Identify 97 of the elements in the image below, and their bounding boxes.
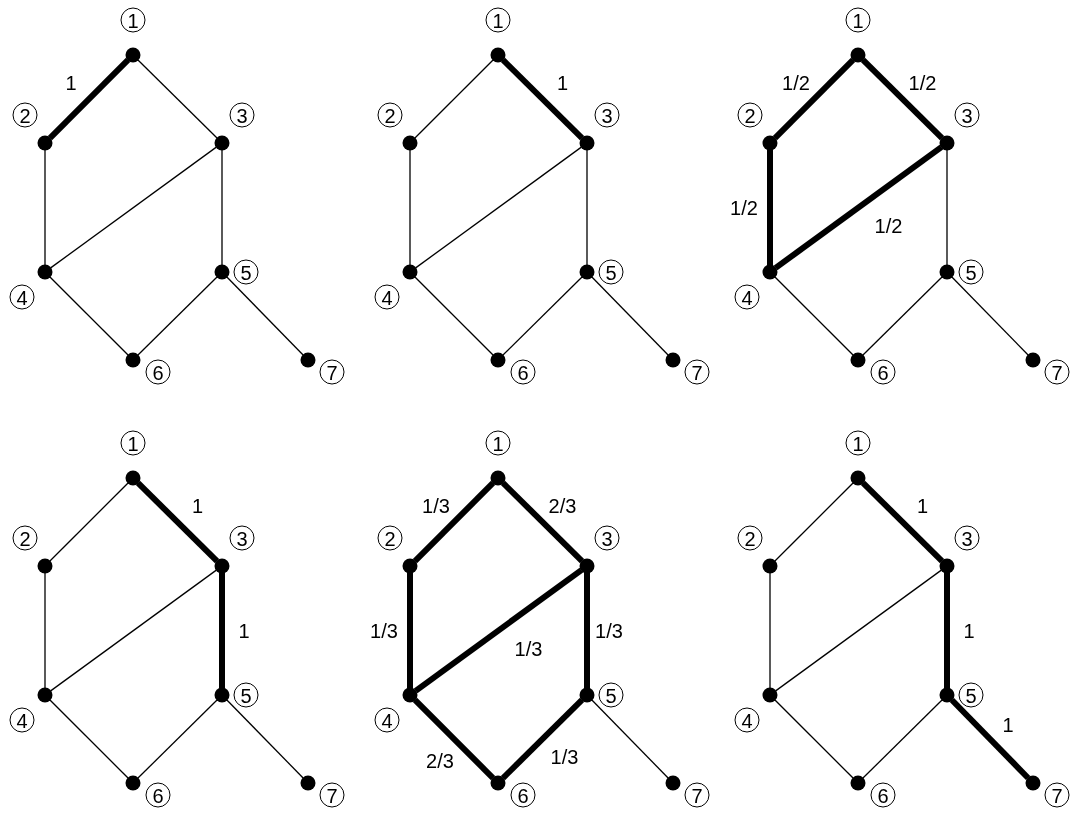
vertex-number: 7	[319, 359, 345, 385]
thick-graph-edge	[500, 480, 585, 564]
graph-edge	[50, 569, 217, 692]
vertex-number: 2	[737, 525, 763, 551]
graph-edge	[137, 276, 218, 356]
vertex-number: 6	[870, 359, 896, 385]
thick-graph-edge	[860, 57, 945, 141]
graph-edge	[44, 572, 46, 689]
vertex-number: 5	[233, 682, 259, 708]
vertex-number: 3	[594, 525, 620, 551]
vertex-number: 2	[737, 102, 763, 128]
thick-graph-edge	[773, 144, 944, 271]
vertex-number: 1	[120, 430, 146, 456]
graph-edge	[44, 149, 46, 266]
graph-edge	[226, 276, 304, 356]
thick-graph-edge	[860, 480, 945, 564]
vertex-number: 1	[485, 7, 511, 33]
thick-graph-edge	[500, 697, 585, 781]
graph-edge	[586, 149, 588, 266]
vertex-number: 4	[9, 707, 35, 733]
vertex-number: 2	[12, 525, 38, 551]
graph-edge	[226, 699, 304, 779]
thick-graph-edge	[944, 573, 950, 688]
edge-label: 1/3	[420, 496, 452, 516]
edge-label: 1/2	[728, 197, 760, 218]
thick-graph-edge	[219, 573, 225, 688]
graph-edge	[774, 276, 854, 356]
vertex-number: 3	[229, 525, 255, 551]
vertex-number: 6	[510, 359, 536, 385]
vertex-number: 1	[120, 7, 146, 33]
thick-graph-edge	[767, 150, 773, 265]
thick-graph-edge	[412, 697, 496, 781]
thick-graph-edge	[407, 573, 413, 688]
graph-edge	[951, 276, 1029, 356]
graph-edge	[414, 276, 494, 356]
graph-edge	[49, 699, 129, 779]
vertex-number: 4	[734, 707, 760, 733]
vertex-number: 3	[954, 525, 980, 551]
thick-graph-edge	[135, 480, 220, 564]
graph-edge	[49, 276, 129, 356]
vertex-number: 4	[374, 284, 400, 310]
thick-graph-edge	[500, 57, 585, 141]
edge-label: 1/3	[593, 620, 625, 641]
vertex-number: 5	[598, 259, 624, 285]
thick-graph-edge	[413, 567, 584, 694]
vertex-number: 5	[958, 682, 984, 708]
vertex-number: 6	[870, 782, 896, 808]
graph-edge	[137, 699, 218, 779]
vertex-number: 7	[684, 359, 710, 385]
vertex-number: 6	[510, 782, 536, 808]
graph-edge	[49, 482, 129, 562]
vertex-number: 5	[958, 259, 984, 285]
vertex-number: 1	[845, 7, 871, 33]
vertex-number: 7	[1044, 782, 1070, 808]
vertex-number: 1	[485, 430, 511, 456]
vertex-number: 4	[734, 284, 760, 310]
edge-label: 1/3	[368, 620, 400, 641]
vertex-number: 6	[145, 782, 171, 808]
thick-graph-edge	[47, 57, 131, 141]
graph-edge	[769, 572, 771, 689]
vertex-number: 6	[145, 359, 171, 385]
vertex-number: 4	[9, 284, 35, 310]
vertex-number: 2	[12, 102, 38, 128]
thick-graph-edge	[412, 480, 496, 564]
thick-graph-edge	[772, 57, 856, 141]
vertex-number: 5	[598, 682, 624, 708]
vertex-number: 3	[229, 102, 255, 128]
vertex-number: 4	[374, 707, 400, 733]
graph-edge	[409, 149, 411, 266]
thick-graph-edge	[949, 697, 1031, 781]
graph-edge	[414, 59, 494, 139]
vertex-number: 7	[1044, 359, 1070, 385]
vertex-number: 7	[684, 782, 710, 808]
vertex-number: 2	[377, 525, 403, 551]
graph-edge	[774, 699, 854, 779]
graph-edge	[50, 146, 217, 269]
vertex-number: 1	[845, 430, 871, 456]
edge-label: 1/2	[780, 73, 812, 93]
edge-label: 2/3	[424, 751, 456, 771]
graph-edge	[775, 569, 942, 692]
thick-graph-edge	[584, 573, 590, 688]
vertex-number: 3	[594, 102, 620, 128]
vertex-number: 3	[954, 102, 980, 128]
graph-edge	[591, 699, 669, 779]
graph-edge	[774, 482, 854, 562]
vertex-number: 5	[233, 259, 259, 285]
vertex-number: 7	[319, 782, 345, 808]
graph-edge	[221, 149, 223, 266]
graph-edge	[946, 149, 948, 266]
graph-edge	[415, 146, 582, 269]
edge-label: 2/3	[546, 496, 579, 516]
graph-edge	[862, 699, 943, 779]
graph-edge	[591, 276, 669, 356]
graph-edge	[862, 276, 943, 356]
graph-edge	[137, 59, 218, 139]
graph-edge	[502, 276, 583, 356]
vertex-number: 2	[377, 102, 403, 128]
